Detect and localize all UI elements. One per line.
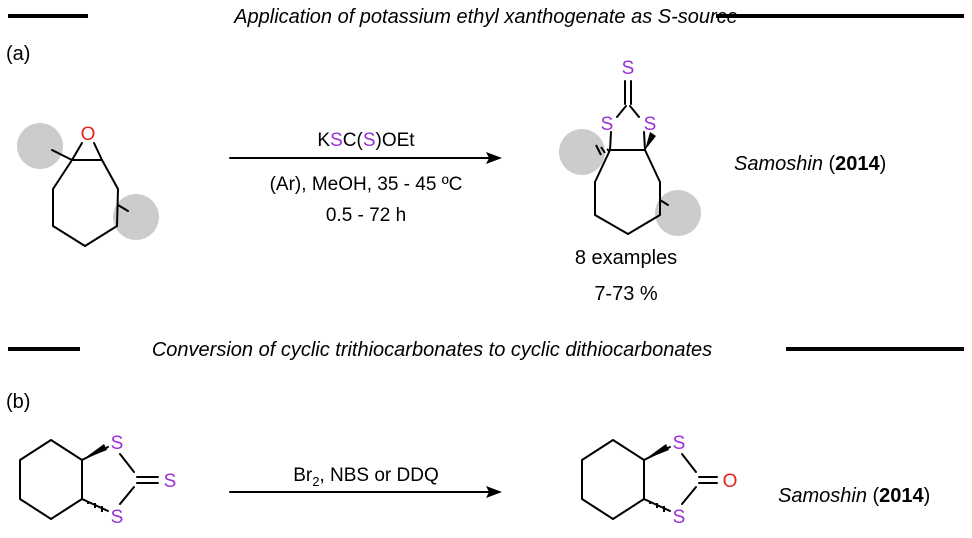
thione-sulfur-b: S [164,471,177,492]
section-b-title: Conversion of cyclic trithiocarbonates t… [152,339,712,361]
examples-count: 8 examples [575,247,677,269]
epoxide-oxygen: O [81,124,96,145]
substituent-circle-2 [113,194,159,240]
ring-sulfur-bottom-b: S [673,507,686,528]
ring-sulfur-left: S [601,114,614,135]
product-dithiocarbonate: S S O [581,433,738,528]
reactant-epoxide: O [17,123,159,247]
reaction-arrow-b [229,486,502,498]
conditions-line-2: 0.5 - 72 h [326,205,406,226]
reference-b: Samoshin (2014) [778,485,930,507]
substituent-circle-4 [655,190,701,236]
section-a-header: Application of potassium ethyl xanthogen… [8,6,964,28]
ring-sulfur-top: S [111,433,124,454]
thione-sulfur: S [622,58,635,79]
section-a-title: Application of potassium ethyl xanthogen… [233,6,738,28]
label-b: (b) [6,391,30,413]
carbonyl-oxygen: O [723,471,738,492]
product-trithiocarbonate: S S S [559,58,701,236]
ring-sulfur-top-b: S [673,433,686,454]
substituent-circle-1 [17,123,63,169]
reactant-trithiocarbonate: S S S [19,433,177,528]
substituent-circle-3 [559,129,605,175]
label-a: (a) [6,43,30,65]
section-b-header: Conversion of cyclic trithiocarbonates t… [8,339,964,361]
ring-sulfur-bottom: S [111,507,124,528]
reaction-arrow-a [229,152,502,164]
ring-sulfur-right: S [644,114,657,135]
reference-a: Samoshin (2014) [734,153,886,175]
yield-range: 7-73 % [594,283,658,305]
reagent-ksc-s-oet: KSC(S)OEt [317,130,415,151]
reagent-br2-nbs-ddq: Br2, NBS or DDQ [293,465,439,489]
conditions-line-1: (Ar), MeOH, 35 - 45 ºC [270,174,463,195]
